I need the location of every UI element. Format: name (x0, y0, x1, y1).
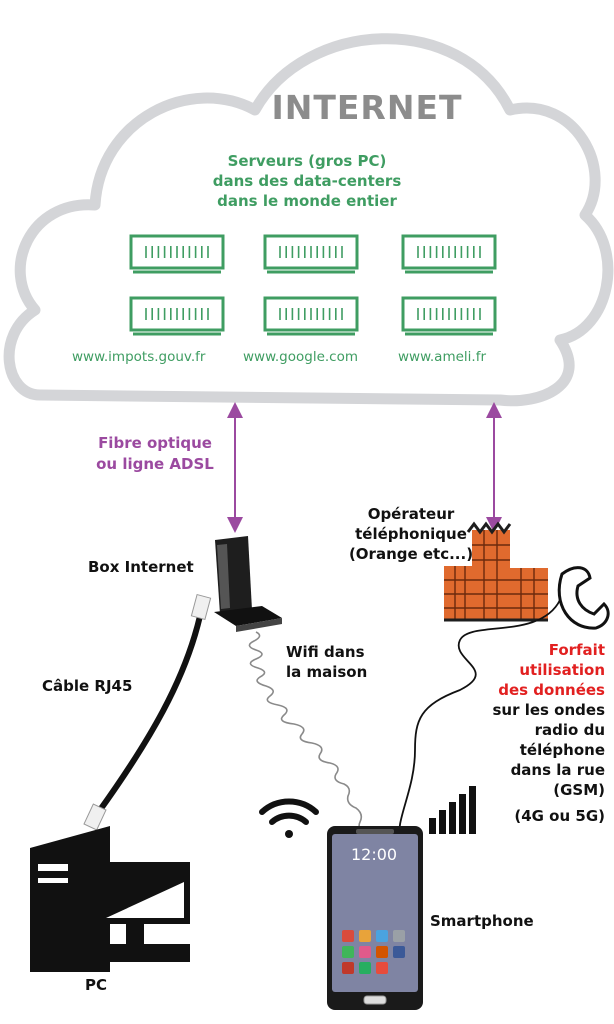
servers-label-line: dans le monde entier (217, 192, 397, 210)
app-icon (342, 930, 354, 942)
internet-cloud (3, 33, 614, 407)
pc-label: PC (85, 976, 108, 994)
operator-label-line: téléphonique (355, 525, 467, 543)
wifi-icon (259, 798, 319, 838)
pc-icon (30, 826, 190, 972)
server-icon (401, 234, 497, 274)
telephone-handset-icon (557, 566, 610, 630)
data-plan-line: (GSM) (553, 781, 605, 799)
app-icon (342, 946, 354, 958)
app-icon (376, 962, 388, 974)
operator-building-icon (444, 521, 548, 622)
app-icon (359, 930, 371, 942)
site-label-impots: www.impots.gouv.fr (72, 349, 206, 365)
signal-bars-icon (429, 786, 476, 834)
internet-title: INTERNET (271, 88, 463, 127)
rj45-cable (83, 593, 212, 831)
servers-label-line: dans des data-centers (212, 172, 402, 190)
wifi-coil (248, 631, 385, 851)
site-label-ameli: www.ameli.fr (398, 349, 487, 365)
data-plan-line: radio du (534, 721, 605, 739)
server-icon (129, 296, 225, 336)
server-icon (263, 234, 359, 274)
internet-box-icon (214, 536, 282, 632)
data-plan-highlight-line: des données (498, 681, 605, 699)
servers-label-line: Serveurs (gros PC) (227, 152, 387, 170)
data-plan-line: dans la rue (510, 761, 605, 779)
server-icon (401, 296, 497, 336)
operator-label: Opérateur téléphonique (Orange etc...) (346, 504, 476, 564)
smartphone-label: Smartphone (430, 912, 534, 930)
operator-label-line: Opérateur (367, 505, 455, 523)
app-icon (376, 930, 388, 942)
wifi-label-line: la maison (286, 663, 368, 681)
server-grid (129, 234, 497, 336)
app-icon (359, 946, 371, 958)
app-icon (359, 962, 371, 974)
app-icon (342, 962, 354, 974)
fiber-label: Fibre optique ou ligne ADSL (90, 433, 220, 475)
smartphone-icon (327, 826, 423, 1010)
servers-label: Serveurs (gros PC) dans des data-centers… (157, 151, 457, 211)
cable-label: Câble RJ45 (42, 677, 133, 695)
operator-label-line: (Orange etc...) (348, 545, 474, 563)
server-icon (129, 234, 225, 274)
app-icon (376, 946, 388, 958)
box-label: Box Internet (88, 558, 194, 576)
operator-cable (398, 599, 561, 841)
app-icon (393, 946, 405, 958)
wifi-label: Wifi dans la maison (286, 642, 367, 682)
data-plan-line: téléphone (519, 741, 605, 759)
data-plan-highlight-line: Forfait (548, 641, 605, 659)
site-label-google: www.google.com (243, 349, 359, 365)
wifi-label-line: Wifi dans (286, 643, 365, 661)
fiber-label-line: Fibre optique (98, 434, 212, 452)
data-plan-highlight-line: utilisation (519, 661, 605, 679)
data-plan-line: (4G ou 5G) (514, 807, 605, 825)
data-plan-label: Forfait utilisation des données sur les … (487, 640, 605, 826)
data-plan-line: sur les ondes (492, 701, 605, 719)
fiber-label-line: ou ligne ADSL (96, 455, 214, 473)
server-icon (263, 296, 359, 336)
app-icon (393, 930, 405, 942)
phone-clock: 12:00 (351, 845, 398, 864)
